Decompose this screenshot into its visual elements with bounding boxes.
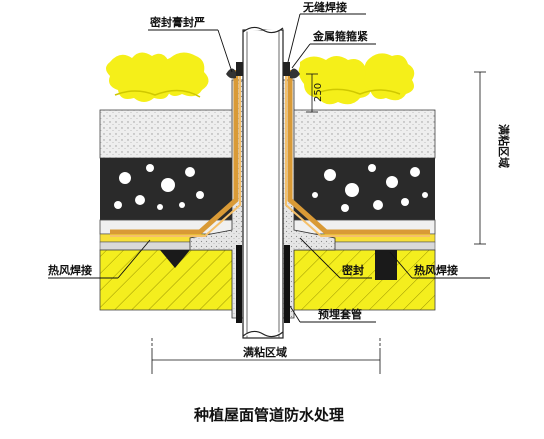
label-full-bond-right: 满粘区域 (497, 124, 511, 168)
pipe (242, 26, 284, 339)
left-seal-block (160, 250, 190, 268)
diagram-caption: 种植屋面管道防水处理 (193, 406, 344, 424)
label-seamless-weld: 无缝焊接 (302, 0, 347, 14)
metal-hoop (236, 62, 290, 76)
label-seal: 密封 (342, 263, 364, 277)
label-metal-hoop: 金属箍箍紧 (312, 29, 368, 43)
embedded-sleeve-right (284, 245, 290, 323)
label-hot-air-weld-right: 热风焊接 (414, 263, 458, 277)
label-full-bond-bottom: 满粘区域 (243, 345, 287, 359)
membrane-wrap-right (287, 70, 430, 235)
sealant-blobs (226, 68, 300, 79)
membrane-wrap-left (110, 70, 239, 235)
label-embedded-sleeve: 预埋套管 (318, 307, 362, 321)
label-sealant: 密封膏封严 (150, 15, 205, 29)
embedded-sleeve-left (236, 245, 242, 323)
dimension-250: 250 (313, 83, 324, 102)
leader-lines (48, 13, 490, 323)
dimension-lines (151, 71, 486, 374)
label-hot-air-weld-left: 热风焊接 (48, 263, 92, 277)
right-seal-block (375, 250, 397, 280)
